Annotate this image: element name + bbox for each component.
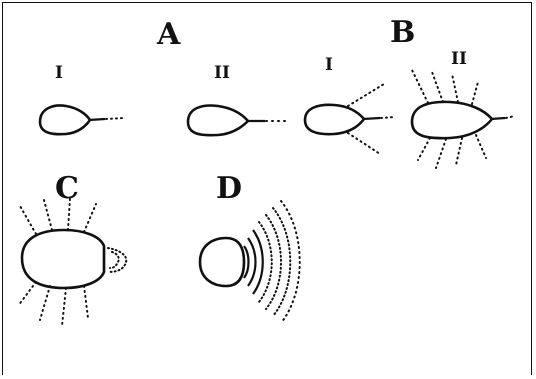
panel-b-ii-cell [410, 69, 516, 169]
panel-a-i-cell [38, 104, 125, 136]
panel-c-cell [17, 197, 128, 327]
panel-a-ii-cell [186, 104, 286, 137]
figure-frame [2, 2, 532, 375]
panel-label-b: B [390, 15, 415, 50]
panel-b-sublabel-2: II [451, 49, 467, 69]
panel-b-sublabel-1: I [325, 55, 333, 75]
panel-a-sublabel-2: II [214, 63, 230, 83]
panel-label-a: A [156, 17, 181, 52]
panel-b-i-cell [303, 83, 396, 155]
panel-a-sublabel-1: I [55, 63, 63, 83]
panel-label-c: C [55, 171, 79, 206]
panel-d-cell [198, 200, 301, 324]
panel-label-d: D [216, 171, 242, 206]
